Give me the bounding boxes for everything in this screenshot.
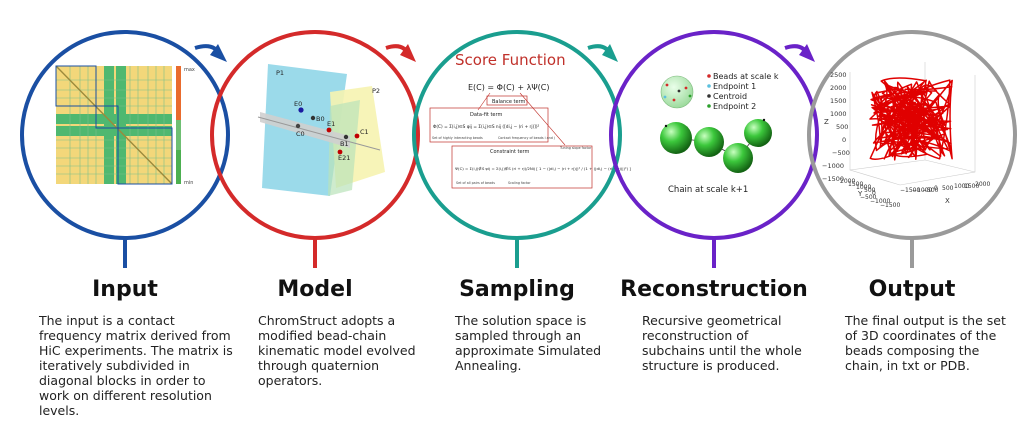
data-fit-label: Data-fit term (470, 112, 502, 118)
score-equation: E(C) = Φ(C) + λΨ(C) (468, 83, 549, 92)
reconstruction-arrow-head (799, 44, 815, 62)
svg-text:−1500: −1500 (900, 187, 920, 194)
svg-text:2000: 2000 (975, 181, 990, 188)
stage-title-output: Output (868, 277, 956, 302)
z-axis-label: Z (824, 118, 829, 126)
x-axis-label: X (945, 197, 950, 205)
bead-scale-k (660, 75, 694, 109)
label-c0: C0 (296, 130, 305, 138)
contact-matrix (55, 65, 173, 185)
constraint-note-1: Set of all pairs of beads (456, 181, 495, 185)
output-y-ticks: 2000 1500 1000 500 0 −500 −1000 −1500 (840, 178, 900, 209)
label-b0: B0 (316, 115, 325, 123)
scale-min-label: min (184, 180, 193, 186)
legend-beads: Beads at scale k (713, 72, 779, 81)
svg-text:1500: 1500 (830, 97, 847, 105)
input-arrow-head (210, 44, 227, 62)
svg-text:500: 500 (864, 187, 876, 194)
svg-text:0: 0 (872, 190, 876, 197)
output-z-ticks: 2500 2000 1500 1000 500 0 −500 −1000 −15… (822, 71, 850, 183)
stage-title-input: Input (92, 277, 158, 302)
svg-text:1000: 1000 (830, 110, 847, 118)
reconstruction-legend: Beads at scale k Endpoint 1 Centroid End… (707, 72, 779, 111)
svg-text:2000: 2000 (830, 84, 847, 92)
svg-text:−1000: −1000 (912, 187, 932, 194)
label-e21: E21 (338, 154, 350, 162)
stage-desc-model: ChromStruct adopts a modified bead-chain… (258, 313, 416, 388)
svg-text:−500: −500 (832, 149, 850, 157)
svg-text:2500: 2500 (830, 71, 847, 79)
data-fit-equation: Φ(C) = Σ(i,j)∈S φij = Σ(i,j)∈S nij ([di,… (433, 124, 540, 130)
chain-scale-k1 (660, 118, 772, 173)
stage-desc-sampling: The solution space is sampled through an… (455, 313, 602, 373)
stage-desc-input: The input is a contact frequency matrix … (39, 313, 233, 418)
svg-text:−1000: −1000 (870, 198, 890, 205)
legend-endpoint-2: Endpoint 2 (713, 102, 756, 111)
constraint-note-2: Scaling factor (508, 181, 531, 185)
label-e0: E0 (294, 100, 302, 108)
legend-centroid: Centroid (713, 92, 747, 101)
score-function-heading: Score Function (455, 51, 566, 69)
svg-text:−500: −500 (922, 187, 939, 194)
legend-endpoint-1: Endpoint 1 (713, 82, 756, 91)
stage-title-reconstruction: Reconstruction (620, 277, 808, 302)
svg-text:0: 0 (842, 136, 846, 144)
stage-desc-reconstruction: Recursive geometrical reconstruction of … (642, 313, 802, 373)
svg-text:500: 500 (942, 185, 954, 192)
label-e1: E1 (327, 120, 335, 128)
data-fit-note-1: Set of highly interacting beads (432, 136, 483, 140)
label-b1: B1 (340, 140, 349, 148)
svg-text:500: 500 (836, 123, 848, 131)
svg-text:1000: 1000 (954, 183, 969, 190)
svg-text:−1500: −1500 (880, 202, 900, 209)
chromatin-3d-curve (869, 77, 953, 161)
constraint-equation: Ψ(C) = Σ(i,j)∉S ψij = Σ(i,j)∉S (ri + rj)… (455, 166, 631, 171)
svg-text:1500: 1500 (964, 183, 979, 190)
model-stage-graphic: P1 P2 E0 C0 B0 E1 B1 C1 E21 (210, 30, 420, 268)
label-c1: C1 (360, 128, 369, 136)
y-axis-label: Y (857, 190, 863, 198)
matrix-color-scale: max min (176, 66, 195, 186)
stage-desc-output: The final output is the set of 3D coordi… (845, 313, 1006, 373)
svg-text:1000: 1000 (856, 184, 871, 191)
data-fit-box (429, 107, 549, 143)
input-stage-graphic: max min (20, 30, 230, 268)
svg-text:2000: 2000 (840, 178, 855, 185)
stage-title-sampling: Sampling (459, 277, 575, 302)
constraint-label: Constraint term (490, 149, 530, 155)
constraint-note-3: Tuning slope factor (559, 146, 592, 150)
constraint-box (451, 145, 593, 189)
sampling-stage-graphic: Score Function E(C) = Φ(C) + λΨ(C) Balan… (412, 30, 631, 268)
chain-caption: Chain at scale k+1 (668, 185, 748, 195)
data-fit-note-2: Contact frequency of beads i and j (498, 136, 555, 140)
output-stage-graphic: 2500 2000 1500 1000 500 0 −500 −1000 −15… (807, 30, 1017, 268)
reconstruction-stage-graphic: Beads at scale k Endpoint 1 Centroid End… (609, 30, 819, 268)
label-p1: P1 (276, 69, 284, 77)
svg-text:−1500: −1500 (822, 175, 844, 183)
output-x-ticks: −1500 −1000 −500 0 500 1000 1500 2000 (900, 181, 990, 194)
balance-term-label: Balance term (492, 99, 526, 105)
sampling-arrow-head (602, 44, 618, 62)
scale-max-label: max (184, 67, 195, 73)
svg-text:0: 0 (934, 185, 938, 192)
label-p2: P2 (372, 87, 380, 95)
model-arrow-head (400, 44, 416, 62)
svg-text:−500: −500 (860, 194, 877, 201)
svg-text:−1000: −1000 (822, 162, 844, 170)
svg-text:1500: 1500 (848, 181, 863, 188)
stage-title-model: Model (277, 277, 353, 302)
